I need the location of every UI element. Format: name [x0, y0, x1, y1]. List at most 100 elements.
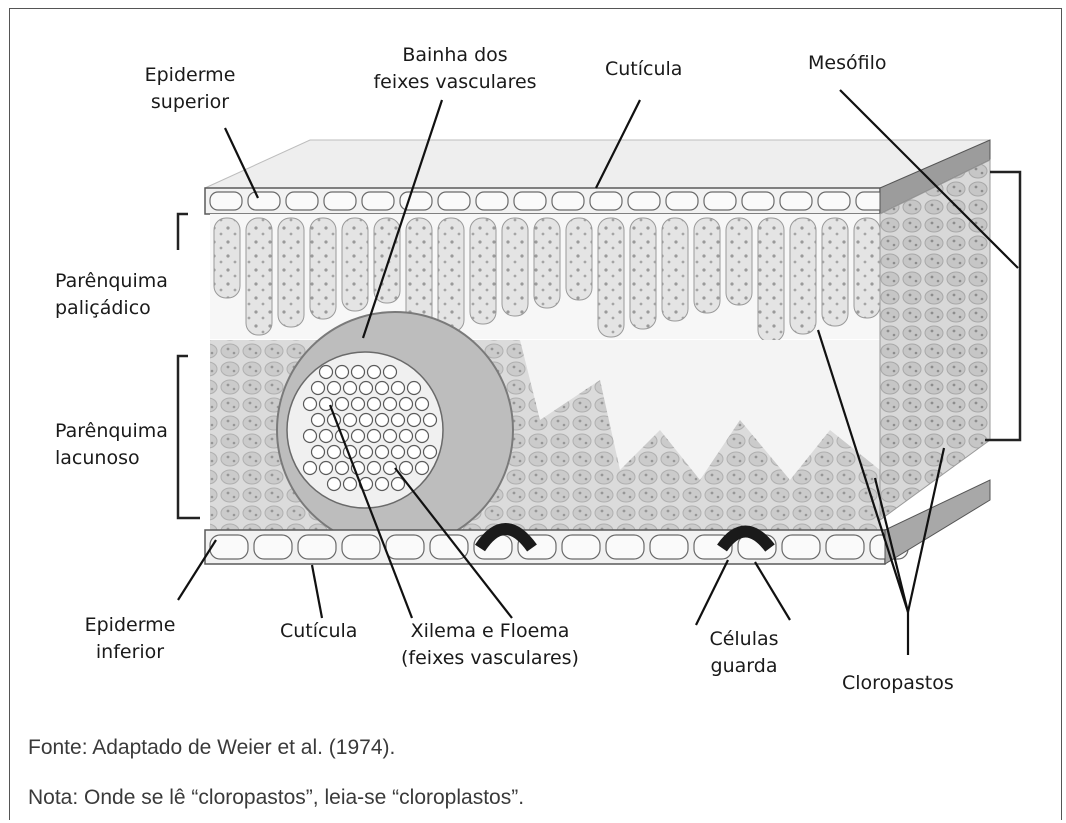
xylem-cell	[392, 414, 405, 427]
upper-epidermis-cell	[590, 192, 622, 210]
label-cuticula-bottom: Cutícula	[280, 618, 357, 645]
vascular-bundle	[277, 312, 513, 548]
label-palicadico-line1: Parênquima	[55, 268, 168, 295]
upper-epidermis-cell	[324, 192, 356, 210]
xylem-cell	[408, 414, 421, 427]
upper-epidermis-cell	[210, 192, 242, 210]
correction-note: Nota: Onde se lê “cloropastos”, leia-se …	[28, 786, 524, 810]
xylem-cell	[352, 398, 365, 411]
lower-epidermis-cell	[254, 535, 292, 559]
label-epiderme-superior-line1: Epiderme	[125, 62, 255, 89]
xylem-cell	[408, 382, 421, 395]
xylem-cell	[312, 446, 325, 459]
palisade-cell	[854, 218, 880, 318]
bracket-palisade	[178, 214, 188, 250]
xylem-cell	[416, 462, 429, 475]
xylem-cell	[304, 462, 317, 475]
xylem-cell	[312, 414, 325, 427]
palisade-cell	[246, 218, 272, 335]
label-lacunoso-line2: lacunoso	[55, 445, 168, 472]
xylem-cell	[368, 462, 381, 475]
palisade-cell	[598, 218, 624, 337]
xylem-cell	[368, 398, 381, 411]
xylem-cell	[400, 398, 413, 411]
label-palicadico-line2: paliçádico	[55, 295, 168, 322]
palisade-cell	[566, 218, 592, 300]
upper-epidermis-cell	[818, 192, 850, 210]
label-mesofilo: Mesófilo	[808, 50, 886, 77]
upper-epidermis-cell	[476, 192, 508, 210]
xylem-cell	[336, 462, 349, 475]
lower-epidermis-cell	[826, 535, 864, 559]
xylem-cell	[312, 382, 325, 395]
xylem-cell	[320, 462, 333, 475]
xylem-cell	[400, 430, 413, 443]
xylem-cell	[352, 430, 365, 443]
xylem-cell	[360, 414, 373, 427]
xylem-cell	[304, 430, 317, 443]
xylem-cell	[392, 382, 405, 395]
xylem-cell	[336, 398, 349, 411]
label-celulas-guarda-line1: Células	[684, 626, 804, 653]
xylem-cell	[368, 430, 381, 443]
label-celulas-guarda: Células guarda	[684, 626, 804, 680]
palisade-cell	[438, 218, 464, 332]
upper-epidermis-cell	[438, 192, 470, 210]
palisade-cell	[758, 218, 784, 342]
upper-epidermis-cell	[742, 192, 774, 210]
palisade-cell	[790, 218, 816, 334]
upper-epidermis-cell	[400, 192, 432, 210]
palisade-cell	[214, 218, 240, 298]
xylem-cell	[344, 414, 357, 427]
xylem-cell	[424, 414, 437, 427]
palisade-cell	[630, 218, 656, 329]
lower-epidermis-cell	[386, 535, 424, 559]
xylem-cell	[400, 462, 413, 475]
label-xilema-floema: Xilema e Floema (feixes vasculares)	[370, 618, 610, 672]
line-epiderme-inferior	[178, 540, 216, 600]
xylem-cell	[344, 478, 357, 491]
lower-epidermis-cell	[342, 535, 380, 559]
xylem-cell	[360, 446, 373, 459]
lower-epidermis-cell	[782, 535, 820, 559]
palisade-cell	[470, 218, 496, 324]
xylem-cell	[360, 382, 373, 395]
upper-epidermis-cell	[552, 192, 584, 210]
lower-epidermis-cell	[298, 535, 336, 559]
upper-epidermis-cell	[666, 192, 698, 210]
xylem-cell	[376, 382, 389, 395]
label-epiderme-inferior-line1: Epiderme	[70, 612, 190, 639]
label-cuticula-top: Cutícula	[605, 56, 682, 83]
upper-surface	[205, 140, 990, 188]
label-lacunoso-line1: Parênquima	[55, 418, 168, 445]
label-bainha-line1: Bainha dos	[350, 42, 560, 69]
xylem-cell	[416, 398, 429, 411]
label-parenquima-palicadico: Parênquima paliçádico	[55, 268, 168, 322]
xylem-cell	[352, 366, 365, 379]
label-epiderme-superior: Epiderme superior	[125, 62, 255, 116]
palisade-cell	[726, 218, 752, 305]
xylem-cell	[392, 446, 405, 459]
xylem-cell	[320, 430, 333, 443]
xylem-cell	[328, 446, 341, 459]
label-bainha-line2: feixes vasculares	[350, 69, 560, 96]
xylem-cell	[320, 366, 333, 379]
lower-epidermis-cell	[210, 535, 248, 559]
palisade-cell	[342, 218, 368, 311]
label-bainha-feixes: Bainha dos feixes vasculares	[350, 42, 560, 96]
xylem-cell	[336, 366, 349, 379]
xylem-cell	[408, 446, 421, 459]
xylem-cell	[384, 430, 397, 443]
palisade-cell	[502, 218, 528, 316]
xylem-cell	[376, 414, 389, 427]
xylem-cell	[304, 398, 317, 411]
xylem-cell	[376, 478, 389, 491]
xylem-cell	[368, 366, 381, 379]
xylem-cell	[328, 478, 341, 491]
upper-epidermis-cell	[514, 192, 546, 210]
xylem-cell	[384, 398, 397, 411]
palisade-cell	[694, 218, 720, 313]
palisade-cell	[534, 218, 560, 308]
label-cloropastos: Cloropastos	[842, 670, 954, 697]
